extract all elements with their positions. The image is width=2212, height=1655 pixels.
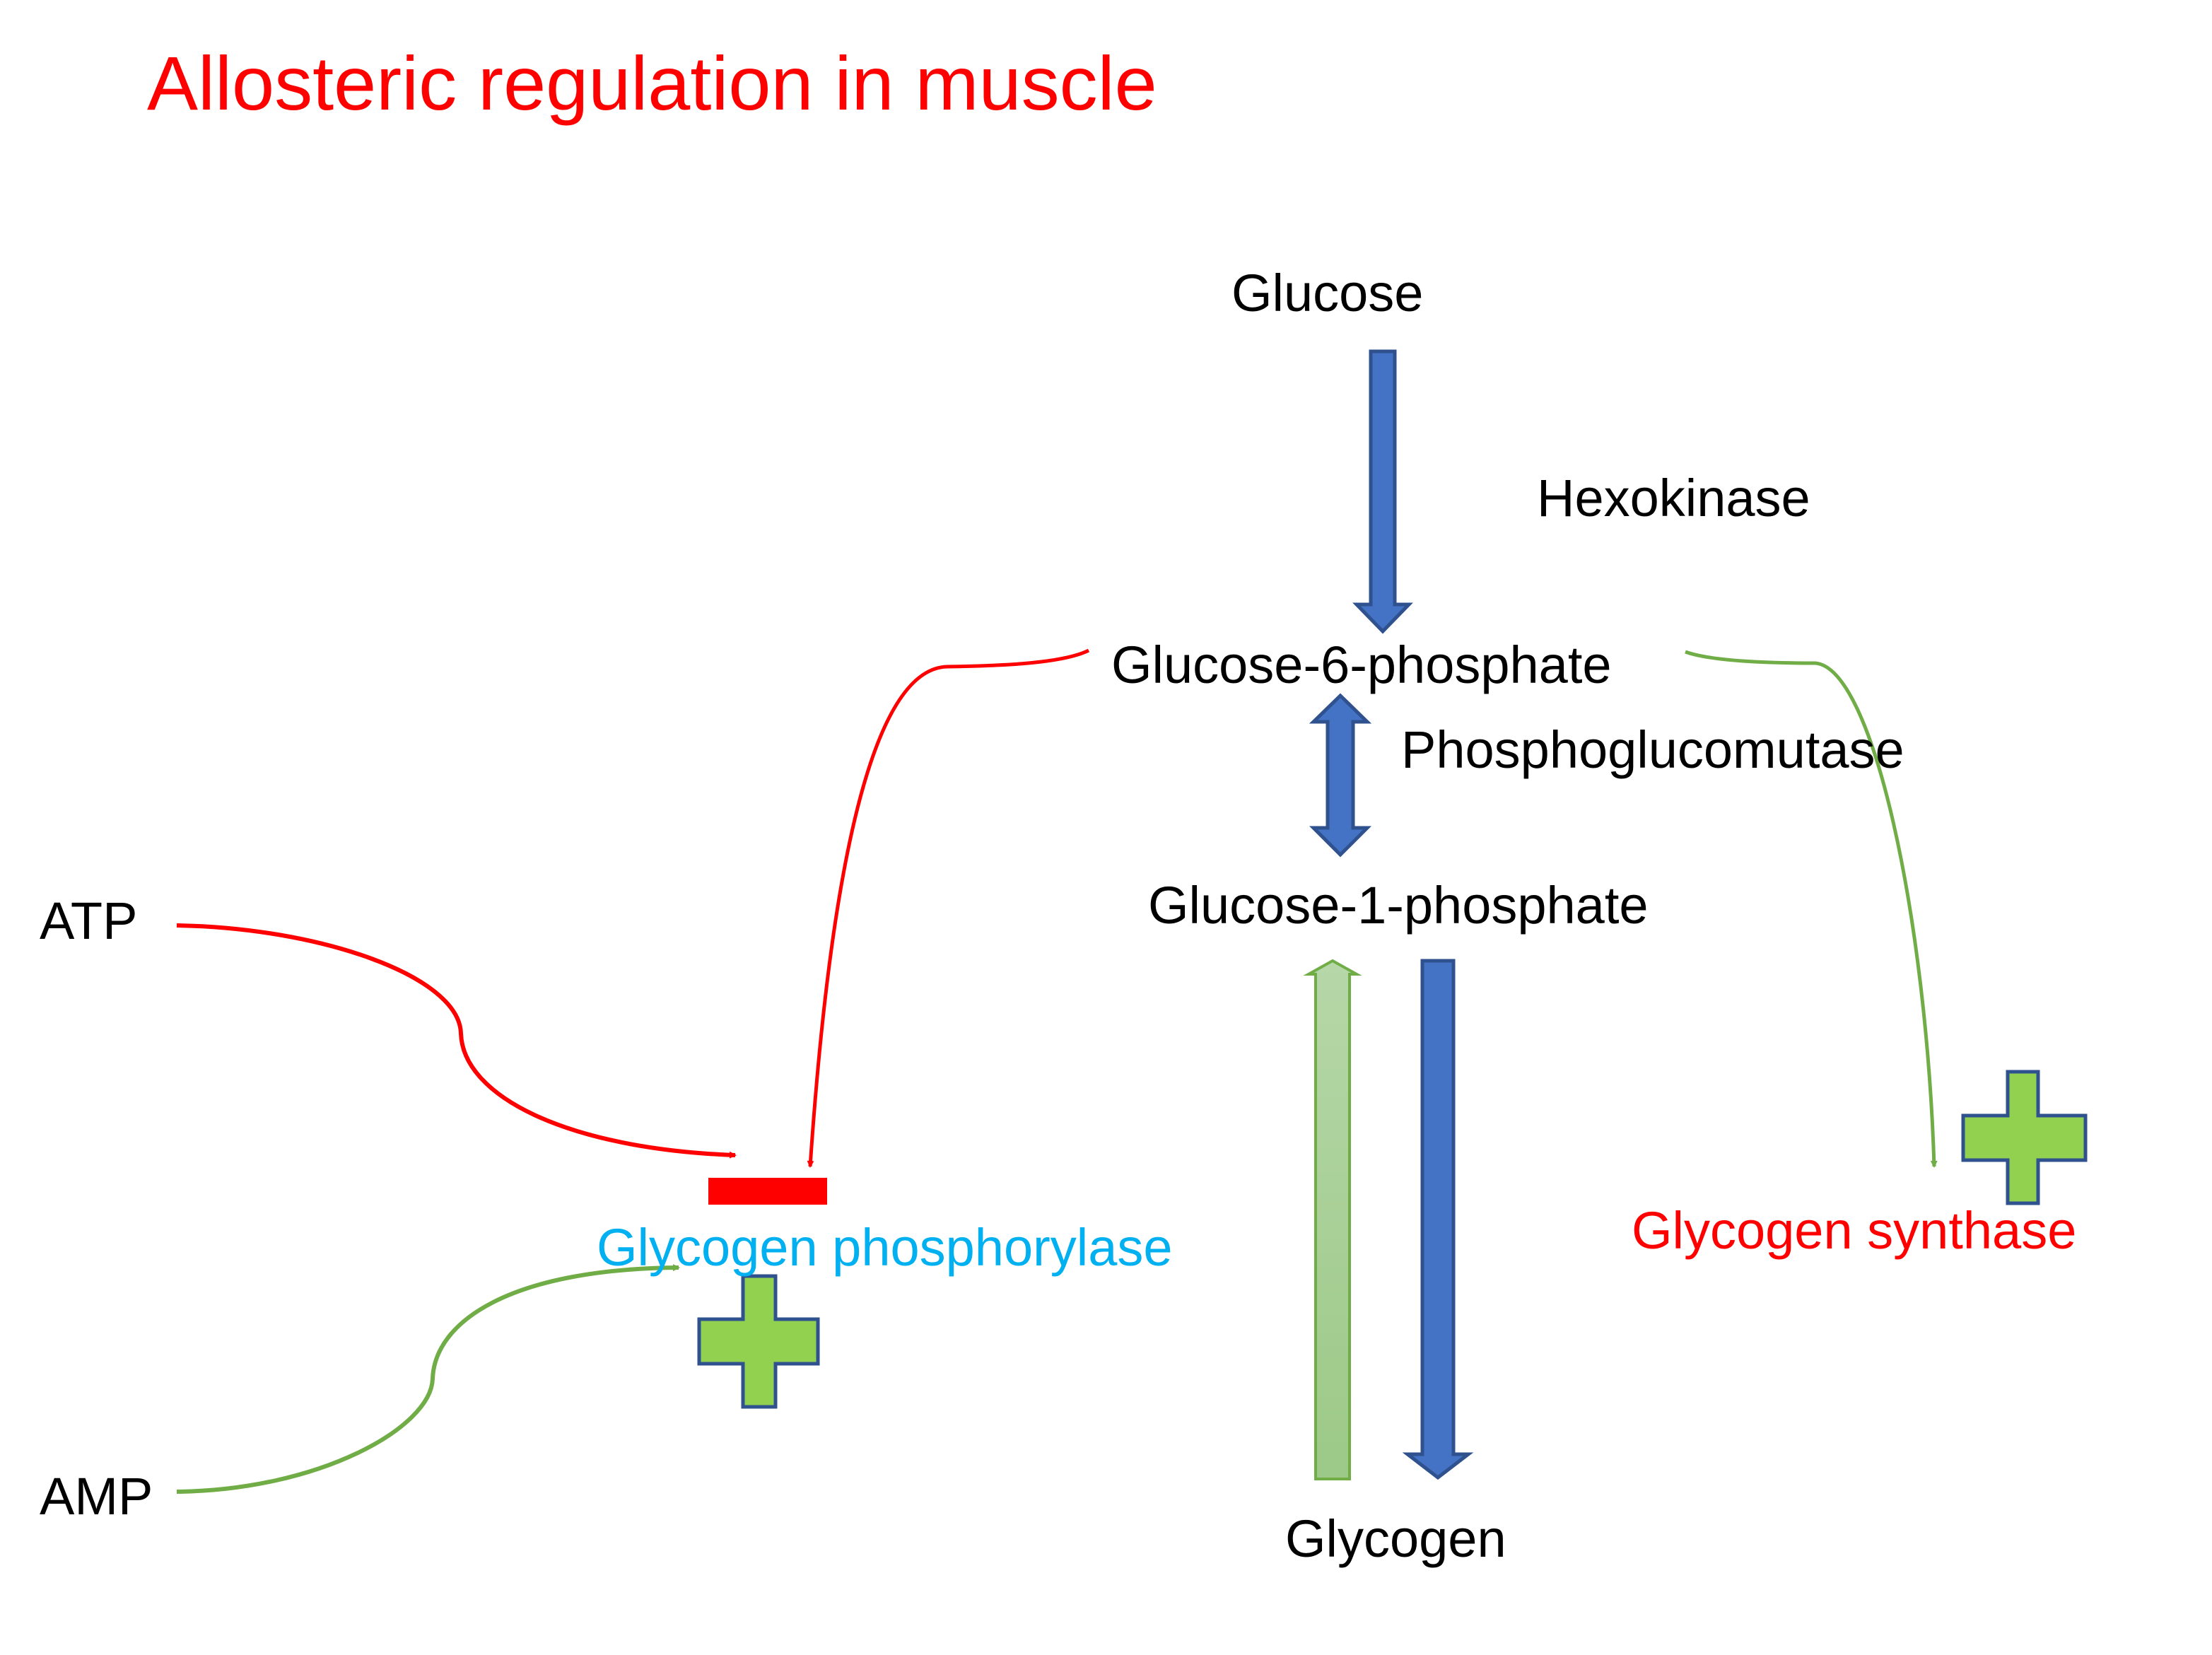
node-glucose-6-phosphate: Glucose-6-phosphate <box>1111 636 1612 694</box>
g6p-inhibition-arrow <box>807 648 1090 1168</box>
enzyme-glycogen-synthase: Glycogen synthase <box>1632 1201 2077 1260</box>
node-glucose: Glucose <box>1231 264 1424 322</box>
effector-amp: AMP <box>40 1467 153 1526</box>
glycogen-breakdown-arrow <box>1402 959 1474 1480</box>
phosphorylase-activation-plus-icon <box>697 1274 820 1409</box>
enzyme-hexokinase: Hexokinase <box>1537 469 1810 527</box>
synthase-activation-plus-icon <box>1961 1070 2088 1205</box>
inhibition-bar <box>708 1178 827 1205</box>
enzyme-glycogen-phosphorylase: Glycogen phosphorylase <box>597 1218 1173 1277</box>
atp-inhibition-arrow <box>176 923 737 1159</box>
glycogen-synthesis-arrow <box>1303 959 1362 1480</box>
amp-activation-arrow <box>176 1264 680 1494</box>
phosphoglucomutase-double-arrow <box>1309 693 1372 858</box>
effector-atp: ATP <box>40 891 138 950</box>
enzyme-phosphoglucomutase: Phosphoglucomutase <box>1401 720 1904 779</box>
node-glycogen: Glycogen <box>1285 1509 1506 1568</box>
node-glucose-1-phosphate: Glucose-1-phosphate <box>1148 876 1649 935</box>
g6p-activation-arrow <box>1685 650 1938 1168</box>
hexokinase-arrow <box>1352 349 1413 634</box>
page-title: Allosteric regulation in muscle <box>147 40 1157 126</box>
